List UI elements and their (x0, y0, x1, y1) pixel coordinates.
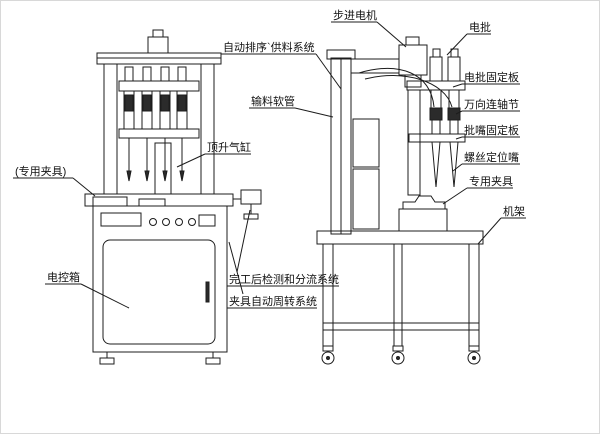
callout-control-box: 电控箱 (45, 270, 130, 309)
casters (321, 345, 481, 365)
panel-button (149, 218, 157, 226)
stepper-motor-cap (405, 36, 420, 46)
callout-electric-screwdriver: 电批 (446, 20, 491, 56)
screw-nozzle-part (431, 141, 441, 188)
callouts: 步进电机 电批 自动排序`供料系统 电批固定板 输料软管 万向连轴节 (13, 8, 526, 309)
label-special-fixture-left: (专用夹具) (15, 164, 66, 178)
left-worktable (84, 193, 234, 207)
detection-unit (233, 189, 262, 220)
label-lift-cylinder: 顶升气缸 (207, 140, 251, 154)
bit-plate (408, 133, 466, 143)
label-feed-hose: 输料软管 (251, 94, 295, 108)
label-special-fixture-right: 专用夹具 (469, 174, 513, 188)
caster-wheel (391, 351, 405, 365)
callout-universal-joint: 万向连轴节 (455, 97, 520, 115)
callout-bit-plate: 批嘴固定板 (455, 123, 520, 140)
screwdriver-body (447, 56, 461, 82)
callout-special-fixture-right: 专用夹具 (442, 174, 513, 205)
callout-auto-feed-system: 自动排序`供料系统 (221, 40, 342, 90)
right-machine (316, 36, 484, 365)
label-control-box: 电控箱 (47, 270, 80, 284)
callout-screwdriver-plate: 电批固定板 (452, 70, 520, 88)
left-machine-feet (99, 352, 221, 365)
left-lift-cylinder (154, 142, 172, 195)
label-stepper-motor: 步进电机 (333, 8, 377, 22)
universal-joint-part (429, 107, 443, 121)
right-fixture (398, 195, 448, 232)
panel-button (188, 218, 196, 226)
screwdriver-body (429, 56, 443, 82)
left-spindle-assembly (118, 66, 200, 139)
feed-column (326, 49, 400, 235)
universal-joint-part (447, 107, 461, 121)
label-detection-system: 完工后检测和分流系统 (229, 272, 339, 286)
callout-stepper-motor: 步进电机 (331, 8, 407, 48)
left-fixture-block (92, 196, 128, 207)
label-frame: 机架 (503, 204, 525, 218)
callout-fixture-turnover: 夹具自动周转系统 (227, 241, 317, 309)
left-spindle-bits (126, 138, 185, 182)
control-cabinet (92, 205, 228, 353)
panel-display (100, 212, 142, 227)
label-fixture-turnover: 夹具自动周转系统 (229, 294, 317, 308)
callout-lift-cylinder: 顶升气缸 (176, 140, 251, 168)
panel-button (162, 218, 170, 226)
callout-screw-nozzle: 螺丝定位嘴 (452, 150, 520, 172)
callout-special-fixture-left: (专用夹具) (13, 164, 96, 197)
callout-detection-system: 完工后检测和分流系统 (227, 209, 339, 287)
cabinet-door (102, 239, 216, 345)
screwdriver-assembly (406, 48, 466, 188)
label-universal-joint: 万向连轴节 (464, 97, 519, 111)
panel-button (175, 218, 183, 226)
screw-nozzle-part (449, 141, 459, 188)
machine-frame-base (316, 230, 484, 347)
label-auto-feed-system: 自动排序`供料系统 (223, 40, 315, 54)
label-electric-screwdriver: 电批 (469, 20, 491, 34)
label-screwdriver-plate: 电批固定板 (464, 70, 519, 84)
left-machine (84, 29, 262, 365)
callout-feed-hose: 输料软管 (249, 94, 334, 118)
caster-wheel (321, 351, 335, 365)
label-screw-nozzle: 螺丝定位嘴 (464, 150, 519, 164)
top-arm (350, 58, 400, 74)
door-handle (205, 281, 210, 303)
feed-hoses (358, 67, 453, 108)
caster-wheel (467, 351, 481, 365)
z-axis-drive (398, 36, 428, 196)
callout-frame: 机架 (477, 204, 526, 245)
label-bit-plate: 批嘴固定板 (464, 123, 519, 137)
